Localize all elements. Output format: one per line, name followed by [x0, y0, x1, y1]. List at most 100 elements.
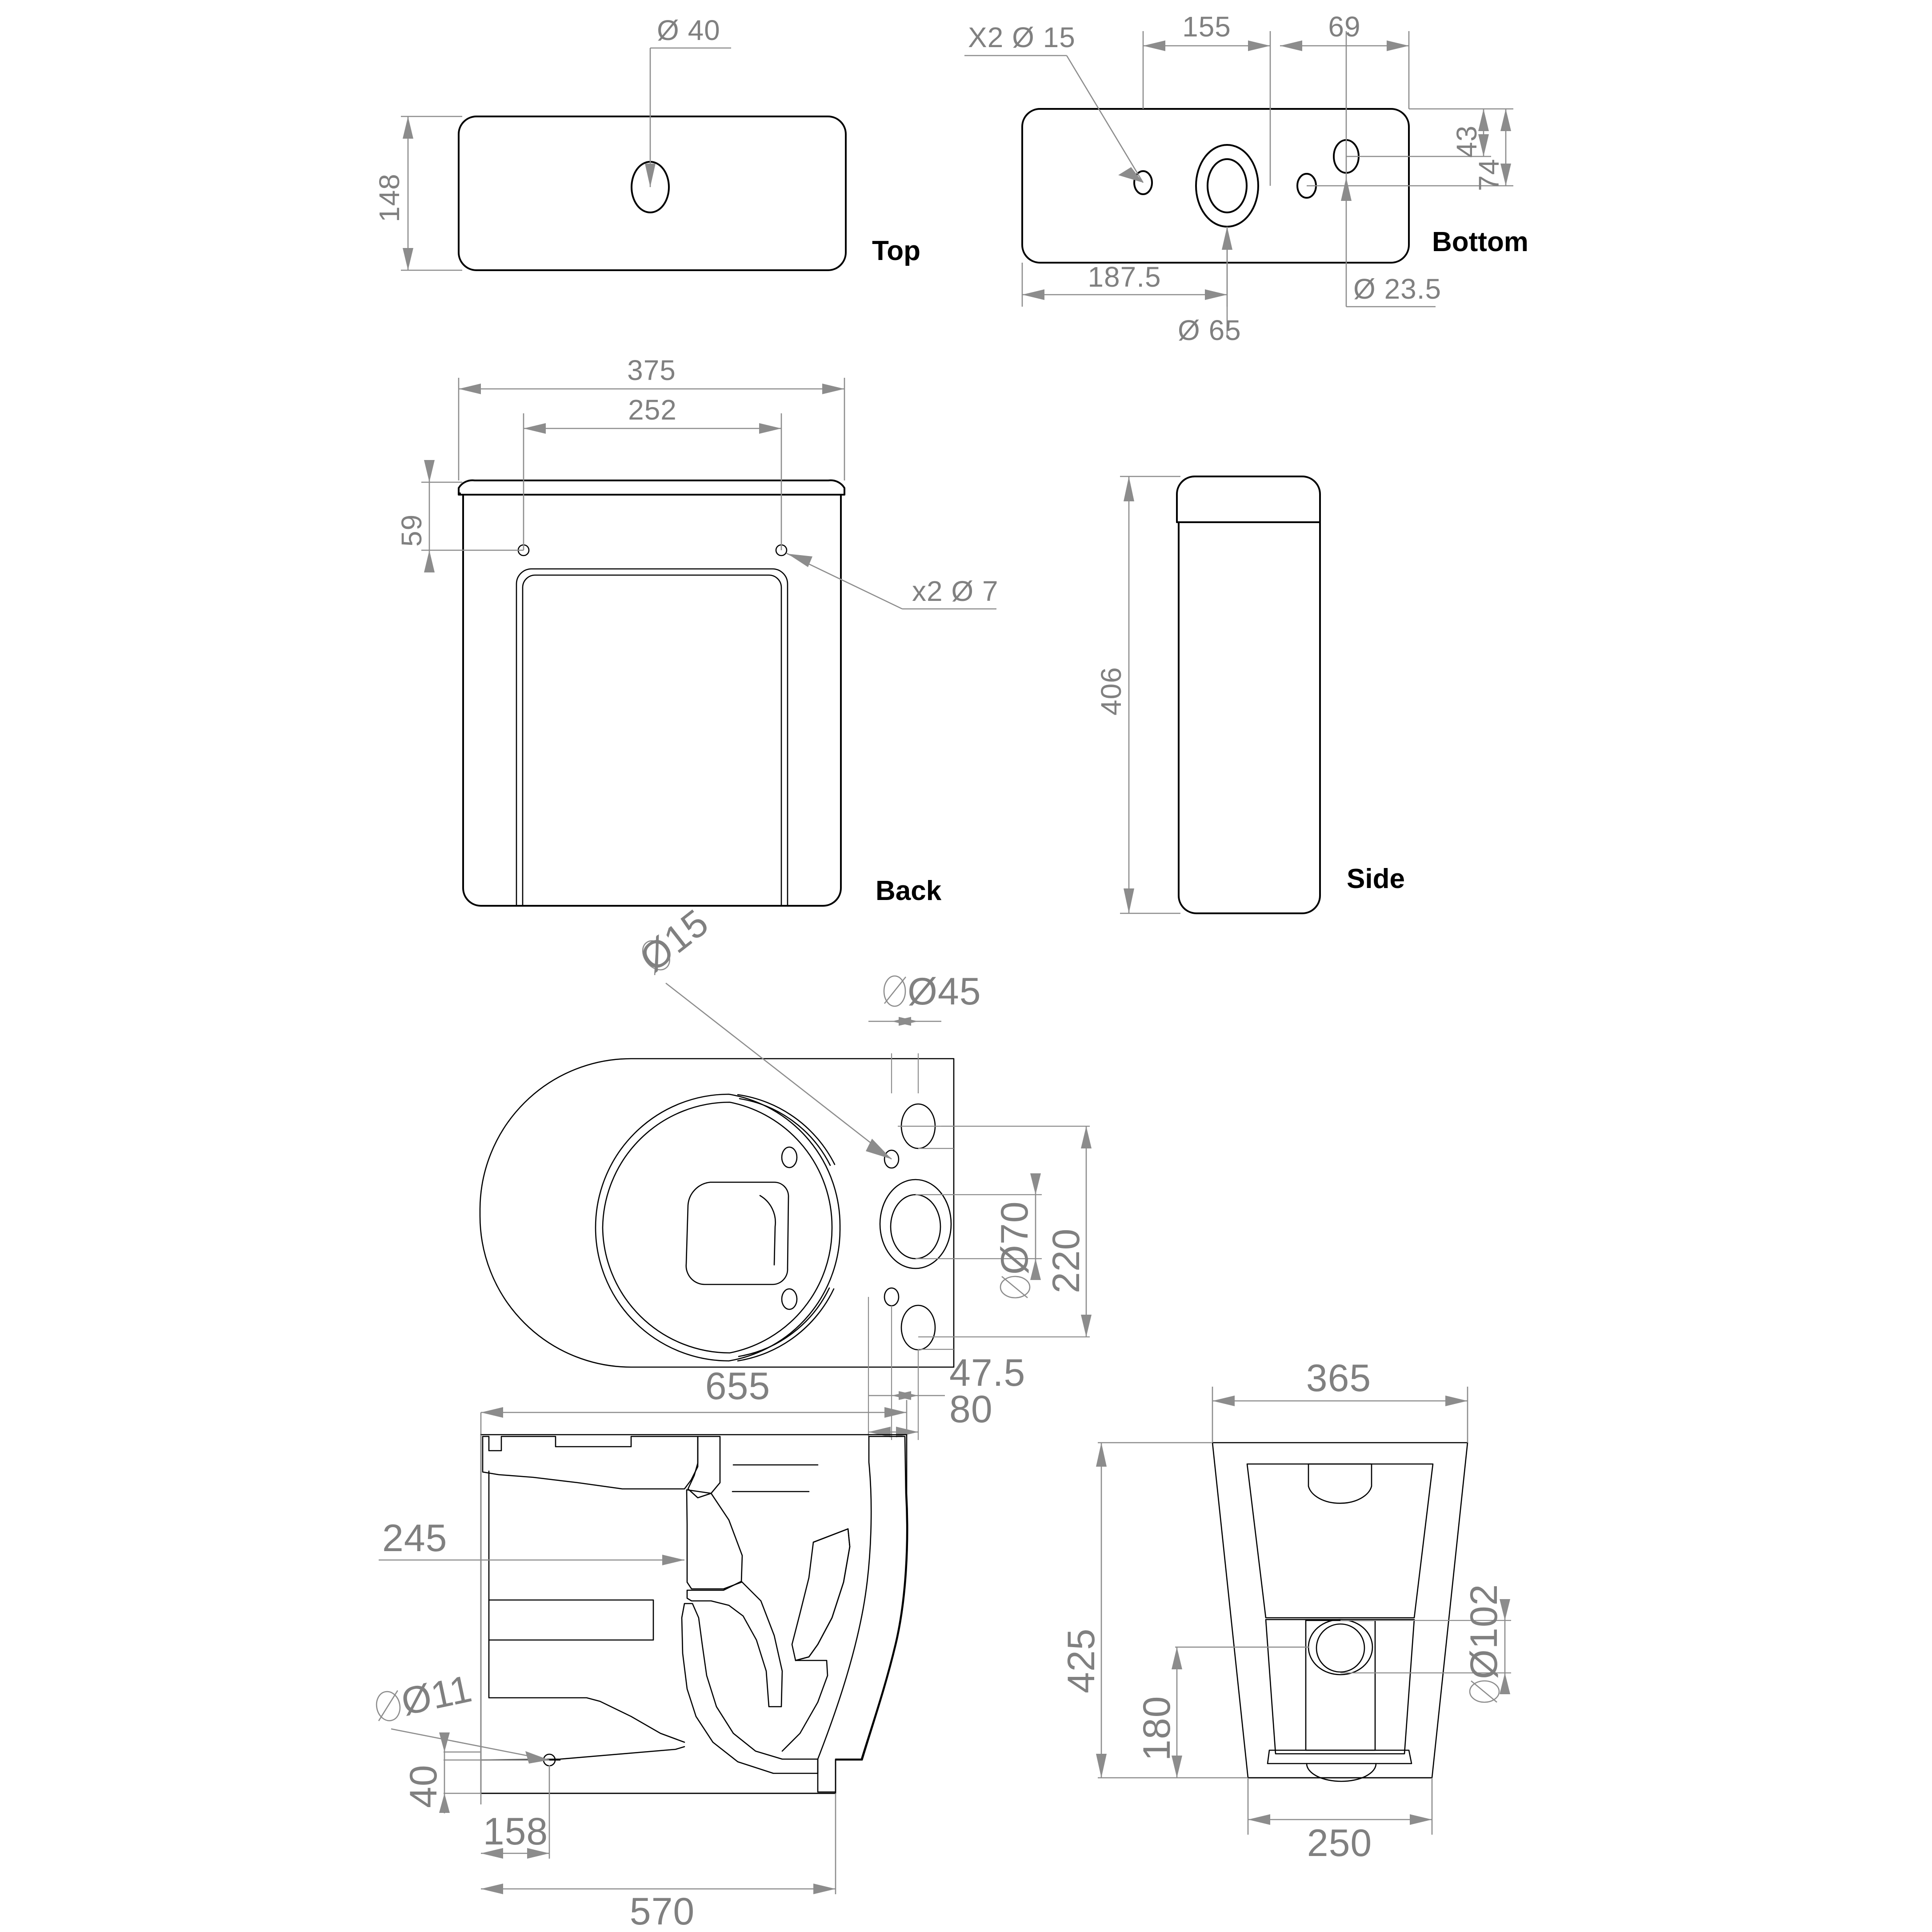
section-rim-slot	[732, 1464, 819, 1492]
dim-back-375: 375	[458, 354, 845, 480]
plan-hole-small-bottom	[781, 1288, 798, 1310]
pan-plan-outline	[479, 1058, 955, 1368]
plan-hole-dia15-top	[884, 1149, 900, 1169]
pan-front-foot-arch	[1306, 1763, 1377, 1782]
dim-plan-220-text: 220	[1045, 1228, 1088, 1294]
dim-top-hole-dia-text: Ø 40	[657, 14, 720, 46]
inlet-hole-outer	[1195, 144, 1259, 228]
dim-section-245-text: 245	[382, 1517, 448, 1560]
section-bowl-surface	[488, 1470, 685, 1743]
dim-back-252-text: 252	[628, 394, 677, 426]
dim-plan-47-5: 47.5	[868, 1352, 1025, 1400]
dim-front-250: 250	[1247, 1778, 1433, 1864]
section-hatch-right-wall	[817, 1436, 908, 1793]
dim-bottom-69-text: 69	[1328, 11, 1360, 43]
pan-front-inner-panel	[1246, 1463, 1434, 1619]
view-label-bottom: Bottom	[1432, 227, 1528, 257]
dim-bottom-dia65: Ø 65	[1178, 227, 1241, 346]
dim-bottom-dia23-5: Ø 23.5	[1341, 156, 1441, 308]
dim-front-250-text: 250	[1307, 1822, 1372, 1864]
pan-front-column	[1305, 1620, 1376, 1751]
dim-plan-dia45-text: Ø45	[908, 970, 981, 1013]
cistern-lid-back	[458, 479, 845, 496]
view-bottom: 155 69 43 74	[964, 11, 1528, 346]
dim-back-59: 59	[396, 460, 524, 572]
dim-bottom-74: 74	[1473, 109, 1511, 191]
dim-section-dia11: Ø11	[376, 1667, 550, 1764]
dim-bottom-43: 43	[1451, 109, 1489, 158]
dim-section-40: 40	[402, 1732, 549, 1813]
view-plan: Ø15 Ø45	[479, 901, 1092, 1440]
dim-bottom-dia65-text: Ø 65	[1178, 314, 1241, 346]
cistern-lid-side	[1176, 476, 1321, 523]
view-back: 375 252 59	[396, 354, 999, 907]
dim-section-40-text: 40	[402, 1764, 445, 1808]
dim-plan-80-text: 80	[949, 1388, 993, 1431]
dim-section-655	[480, 1400, 908, 1436]
dim-plan-655-text: 655	[705, 1365, 771, 1408]
fixing-hole-left	[1133, 170, 1153, 195]
dim-front-180: 180	[1136, 1646, 1309, 1778]
view-top: 148 Ø 40 Top	[373, 14, 920, 271]
pan-rim-highlight-top	[737, 1094, 836, 1165]
view-front: 365 425 180	[1060, 1357, 1511, 1864]
dim-bottom-155-text: 155	[1182, 11, 1231, 43]
dim-section-570-text: 570	[630, 1890, 695, 1932]
section-hatch-rim	[482, 1436, 699, 1490]
dim-back-59-text: 59	[396, 514, 428, 547]
dim-front-365-text: 365	[1306, 1357, 1372, 1400]
dim-plan-dia70: Ø70	[916, 1173, 1042, 1299]
dim-side-406-text: 406	[1095, 667, 1127, 716]
pan-rim-inner	[602, 1101, 833, 1354]
pan-rim-outer	[595, 1093, 841, 1362]
dim-bottom-x2-dia15-text: X2 Ø 15	[968, 21, 1076, 53]
cistern-body-back	[462, 494, 842, 907]
dim-front-425: 425	[1060, 1442, 1247, 1779]
section-inner-void-2	[781, 1660, 828, 1752]
dim-section-245: 245	[379, 1435, 684, 1804]
pan-section-envelope	[480, 1434, 908, 1794]
dim-section-dia11-text: Ø11	[398, 1667, 476, 1724]
view-label-back: Back	[876, 876, 942, 906]
dim-plan-dia70-text: Ø70	[993, 1201, 1036, 1275]
dim-bottom-69: 69	[1280, 11, 1409, 51]
dim-top-depth: 148	[373, 116, 462, 271]
dim-bottom-74-text: 74	[1473, 159, 1505, 191]
dim-plan-dia45: Ø45	[868, 970, 981, 1026]
cistern-lid-outline	[458, 116, 847, 271]
section-hatch-midwall	[686, 1489, 743, 1590]
plan-outlet-outer	[879, 1179, 952, 1269]
view-section: 245 Ø11 40	[376, 1400, 908, 1932]
cistern-recess-inner	[522, 574, 782, 907]
dim-plan-220: 220	[941, 1125, 1092, 1338]
dim-section-570: 570	[481, 1793, 836, 1932]
cistern-recess-outer	[516, 568, 788, 907]
pan-rim-highlight-top2	[739, 1098, 831, 1166]
dim-back-375-text: 375	[627, 354, 676, 386]
plan-outlet-inner	[890, 1194, 941, 1260]
inlet-hole-inner	[1207, 158, 1248, 213]
dim-front-425-text: 425	[1060, 1628, 1103, 1694]
dim-side-406: 406	[1095, 476, 1180, 914]
dim-back-x2-dia7-text: x2 Ø 7	[912, 575, 999, 607]
dim-plan-47-5-text: 47.5	[949, 1352, 1025, 1394]
pan-rim-highlight-bottom2	[738, 1287, 830, 1357]
view-label-side: Side	[1347, 864, 1405, 894]
pan-outlet-front-inner	[1316, 1623, 1365, 1673]
plan-hole-small-top	[781, 1146, 798, 1168]
section-inner-void	[795, 1528, 851, 1661]
dim-front-180-text: 180	[1136, 1696, 1178, 1761]
cistern-body-side	[1178, 521, 1321, 914]
dim-bottom-187-5-text: 187.5	[1088, 261, 1161, 293]
section-base-line	[480, 1759, 836, 1794]
section-hatch-trapway	[686, 1580, 783, 1708]
section-hatch-inner-right	[791, 1528, 851, 1661]
dim-bottom-dia23-5-text: Ø 23.5	[1353, 273, 1441, 305]
dim-front-dia102-text: Ø102	[1463, 1584, 1505, 1679]
pan-bowl-aperture	[685, 1181, 789, 1285]
dim-front-dia102: Ø102	[1340, 1584, 1511, 1703]
section-foot-wedge	[480, 1746, 685, 1761]
dim-top-hole-dia: Ø 40	[645, 14, 731, 187]
pan-front-trap-region	[1265, 1619, 1415, 1755]
